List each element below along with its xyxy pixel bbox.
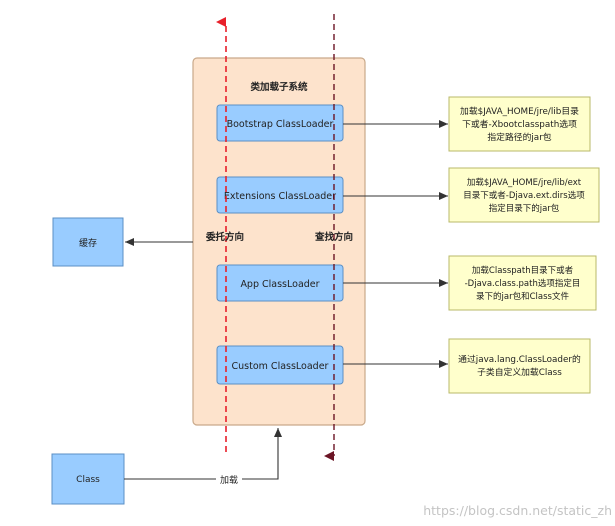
bootstrap-note: 加载$JAVA_HOME/jre/lib目录 下或者-Xbootclasspat… xyxy=(448,96,591,152)
extensions-loader-box: Extensions ClassLoader xyxy=(216,176,344,214)
extensions-note-line-1: 加载$JAVA_HOME/jre/lib/ext xyxy=(467,177,582,188)
load-label: 加载 xyxy=(220,474,238,486)
extensions-note-line-2: 目录下或者-Djava.ext.dirs选项 xyxy=(463,190,585,201)
class-label: Class xyxy=(76,475,100,485)
load-arrow xyxy=(124,428,282,480)
app-loader-label: App ClassLoader xyxy=(240,279,319,290)
extensions-loader-label: Extensions ClassLoader xyxy=(224,191,336,202)
bootstrap-loader-label: Bootstrap ClassLoader xyxy=(227,119,334,130)
custom-note-line-1: 通过java.lang.ClassLoader的 xyxy=(458,353,581,365)
watermark: https://blog.csdn.net/static_zh xyxy=(423,503,612,518)
subsystem-title: 类加载子系统 xyxy=(250,81,308,93)
custom-loader-box: Custom ClassLoader xyxy=(216,345,344,385)
custom-note: 通过java.lang.ClassLoader的 子类自定义加载Class xyxy=(448,338,591,394)
bootstrap-note-line-3: 指定路径的jar包 xyxy=(487,131,551,143)
load-label-bg xyxy=(216,472,242,486)
delegate-direction-label: 委托方向 xyxy=(205,231,244,243)
class-box xyxy=(51,453,125,505)
bootstrap-note-line-2: 下或者-Xbootclasspath选项 xyxy=(462,118,577,130)
app-loader-box: App ClassLoader xyxy=(216,264,344,302)
bootstrap-note-line-1: 加载$JAVA_HOME/jre/lib目录 xyxy=(460,105,579,117)
app-note: 加载Classpath目录下或者 -Djava.class.path选项指定目 … xyxy=(448,255,597,311)
app-note-line-2: -Djava.class.path选项指定目 xyxy=(465,278,581,289)
app-note-line-3: 录下的jar包和Class文件 xyxy=(476,291,569,302)
custom-note-line-2: 子类自定义加载Class xyxy=(477,366,562,378)
extensions-note-line-3: 指定目录下的jar包 xyxy=(489,203,560,214)
custom-loader-label: Custom ClassLoader xyxy=(232,361,329,372)
extensions-note: 加载$JAVA_HOME/jre/lib/ext 目录下或者-Djava.ext… xyxy=(448,167,600,223)
bootstrap-loader-box: Bootstrap ClassLoader xyxy=(216,104,344,142)
app-note-line-1: 加载Classpath目录下或者 xyxy=(472,265,574,276)
lookup-direction-label: 查找方向 xyxy=(314,231,353,243)
cache-box xyxy=(52,217,124,267)
cache-label: 缓存 xyxy=(79,237,97,249)
